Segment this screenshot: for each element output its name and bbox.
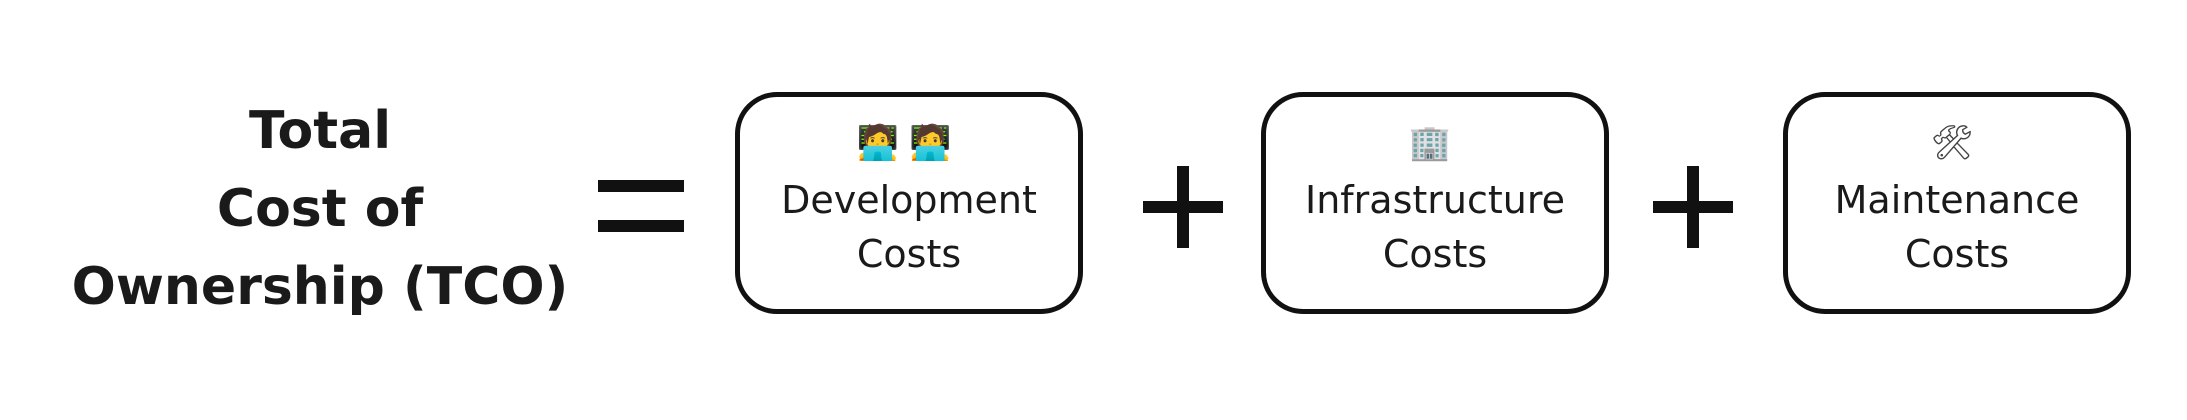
equals-sign-bottom-bar [598, 220, 684, 232]
tco-title-line1: Total [248, 101, 392, 161]
tco-title-line2: Cost of [216, 179, 424, 239]
infrastructure-costs-label-line2: Costs [1382, 232, 1488, 276]
plus-sign-2-vertical [1687, 166, 1699, 248]
tco-title: Total Cost of Ownership (TCO) [60, 92, 580, 326]
maintenance-costs-label-line2: Costs [1904, 232, 2010, 276]
development-costs-box: 🧑‍💻🧑‍💻 Development Costs [735, 92, 1083, 314]
infrastructure-costs-box: 🏢 Infrastructure Costs [1261, 92, 1609, 314]
development-costs-label-line1: Development [781, 178, 1037, 222]
infrastructure-costs-label: Infrastructure Costs [1266, 173, 1604, 281]
plus-sign-1-vertical [1177, 166, 1189, 248]
development-costs-label: Development Costs [740, 173, 1078, 281]
equals-sign-top-bar [598, 180, 684, 192]
maintenance-costs-box: 🛠 Maintenance Costs [1783, 92, 2131, 314]
maintenance-costs-label-line1: Maintenance [1834, 178, 2080, 222]
developers-at-laptops-icon: 🧑‍💻🧑‍💻 [856, 123, 962, 163]
tco-title-line3: Ownership (TCO) [71, 257, 569, 317]
development-costs-label-line2: Costs [856, 232, 962, 276]
infrastructure-costs-label-line1: Infrastructure [1304, 178, 1566, 222]
office-building-icon: 🏢 [1408, 123, 1462, 163]
hammer-and-wrench-icon: 🛠 [1930, 123, 1984, 163]
maintenance-costs-label: Maintenance Costs [1788, 173, 2126, 281]
